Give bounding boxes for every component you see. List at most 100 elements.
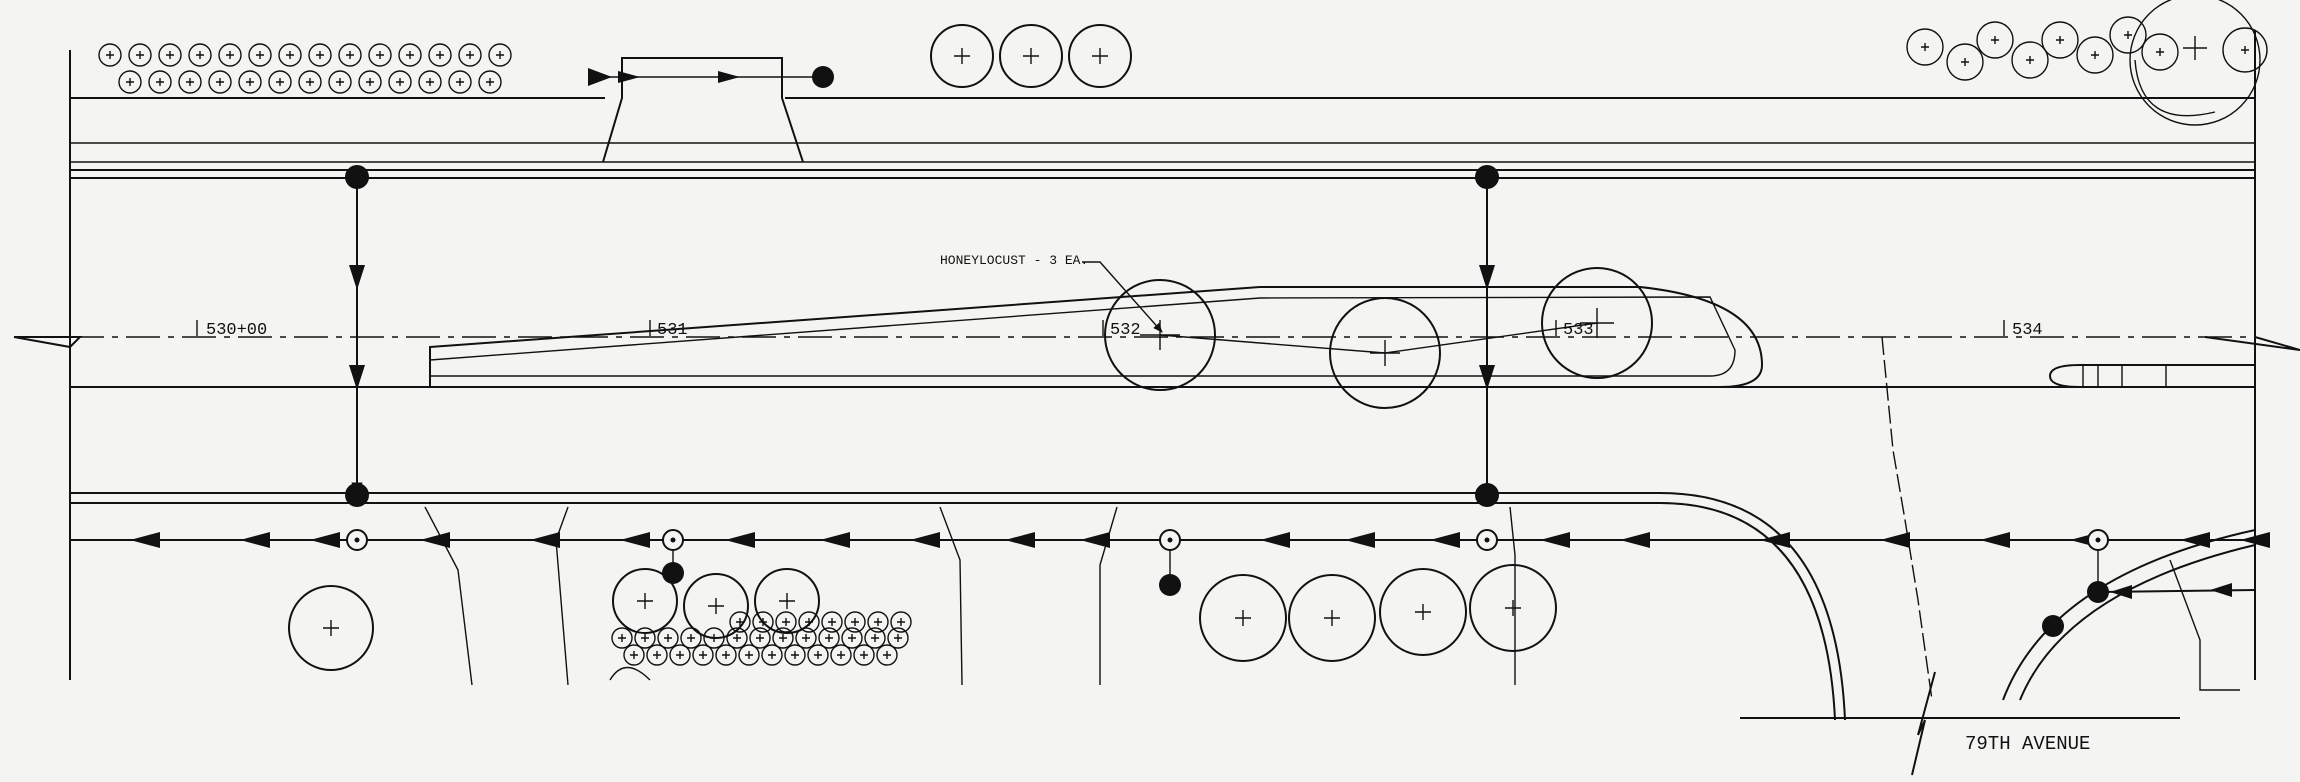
median-trees xyxy=(1104,267,1653,409)
station-label-532: 532 xyxy=(1110,321,1141,340)
flow-arrow xyxy=(1080,532,1110,548)
shrub-symbol xyxy=(458,43,482,67)
flow-arrow xyxy=(1760,532,1790,548)
shrub-symbol xyxy=(118,70,142,94)
flow-arrow xyxy=(620,532,650,548)
flow-arrow xyxy=(530,532,560,548)
shrub-symbol xyxy=(1976,21,2014,59)
shrub-symbol xyxy=(738,644,760,666)
shrub-symbol xyxy=(818,627,840,649)
flow-arrow xyxy=(1345,532,1375,548)
shrub-symbol xyxy=(669,644,691,666)
shrub-symbol xyxy=(418,70,442,94)
shrub-symbol xyxy=(807,644,829,666)
shrub-symbol xyxy=(98,43,122,67)
shrub-symbol xyxy=(238,70,262,94)
shrub-symbol xyxy=(623,644,645,666)
flow-arrows xyxy=(130,532,2270,548)
shrub-symbol xyxy=(128,43,152,67)
shrub-symbol xyxy=(853,644,875,666)
flow-arrow xyxy=(310,532,340,548)
shrub-symbol xyxy=(2076,36,2114,74)
flow-arrow xyxy=(2180,532,2210,548)
shrub-symbol xyxy=(488,43,512,67)
shrub-symbol xyxy=(218,43,242,67)
top-road-edges xyxy=(69,30,2256,680)
shrub-symbol xyxy=(752,611,774,633)
large-tree-canopy xyxy=(2129,0,2261,126)
inlets xyxy=(346,529,2256,637)
shrub-symbol xyxy=(328,70,352,94)
shrub-symbol xyxy=(844,611,866,633)
shrub-symbol xyxy=(867,611,889,633)
shrub-symbol xyxy=(278,43,302,67)
shrub-symbol xyxy=(657,627,679,649)
shrub-symbol xyxy=(890,611,912,633)
shrub-symbol xyxy=(646,644,668,666)
flow-arrow xyxy=(1620,532,1650,548)
flow-arrow xyxy=(725,532,755,548)
flow-arrow xyxy=(1880,532,1910,548)
flow-arrow xyxy=(1005,532,1035,548)
shrub-symbol xyxy=(148,70,172,94)
shrub-symbol xyxy=(2041,21,2079,59)
flow-arrow xyxy=(2240,532,2270,548)
tree-groups xyxy=(288,24,2216,681)
shrub-symbol xyxy=(795,627,817,649)
shrub-symbol xyxy=(178,70,202,94)
shrub-symbol xyxy=(388,70,412,94)
flow-arrow xyxy=(910,532,940,548)
shrub-symbol xyxy=(634,627,656,649)
shrub-symbol xyxy=(268,70,292,94)
flow-arrow xyxy=(240,532,270,548)
shrub-symbol xyxy=(2141,33,2179,71)
shrub-symbol xyxy=(428,43,452,67)
station-ticks xyxy=(196,320,2005,336)
shrub-symbol xyxy=(692,644,714,666)
shrub-symbol xyxy=(368,43,392,67)
shrub-symbol xyxy=(1906,28,1944,66)
shrub-symbol xyxy=(338,43,362,67)
station-label-533: 533 xyxy=(1563,321,1594,340)
shrub-symbol xyxy=(398,43,422,67)
shrub-symbol xyxy=(784,644,806,666)
station-label-530: 530+00 xyxy=(206,321,267,340)
median-area xyxy=(13,286,2300,701)
shrub-symbol xyxy=(448,70,472,94)
cross-connectors xyxy=(345,165,1499,507)
driveway-flow-arrow xyxy=(588,66,834,88)
shrub-symbol xyxy=(680,627,702,649)
shrub-symbol xyxy=(358,70,382,94)
station-label-534: 534 xyxy=(2012,321,2043,340)
shrub-symbol xyxy=(208,70,232,94)
honeylocust-callout: HONEYLOCUST - 3 EA. xyxy=(940,253,1088,268)
flow-arrow xyxy=(130,532,160,548)
shrub-symbol xyxy=(248,43,272,67)
shrub-symbol xyxy=(2109,16,2147,54)
shrub-symbol xyxy=(2011,41,2049,79)
shrub-symbol xyxy=(887,627,909,649)
shrub-symbol xyxy=(188,43,212,67)
shrub-symbol xyxy=(798,611,820,633)
flow-arrow xyxy=(1540,532,1570,548)
shrub-symbol xyxy=(775,611,797,633)
shrub-symbol xyxy=(1946,43,1984,81)
shrub-symbol xyxy=(715,644,737,666)
shrub-symbol xyxy=(841,627,863,649)
shrub-symbol xyxy=(478,70,502,94)
shrub-symbol xyxy=(761,644,783,666)
shrub-groups xyxy=(98,0,2268,666)
flow-arrow xyxy=(1430,532,1460,548)
shrub-symbol xyxy=(821,611,843,633)
station-label-531: 531 xyxy=(657,321,688,340)
shrub-symbol xyxy=(298,70,322,94)
shrub-symbol xyxy=(876,644,898,666)
shrub-symbol xyxy=(308,43,332,67)
shrub-symbol xyxy=(729,611,751,633)
shrub-symbol xyxy=(749,627,771,649)
shrub-symbol xyxy=(2222,27,2268,73)
flow-arrow xyxy=(420,532,450,548)
shrub-symbol xyxy=(864,627,886,649)
street-label-79th-avenue: 79TH AVENUE xyxy=(1965,733,2090,755)
